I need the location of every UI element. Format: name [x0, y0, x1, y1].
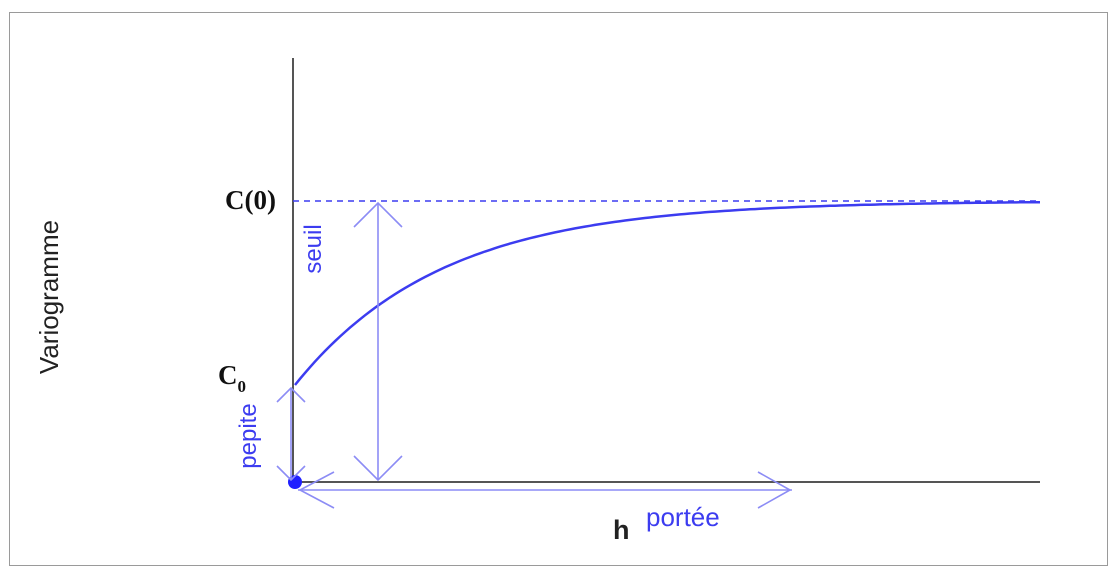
figure-frame: [9, 12, 1108, 566]
range-double-arrow: [298, 471, 792, 509]
y-axis-label: Variogramme: [34, 220, 64, 374]
nugget-level-subscript: 0: [238, 377, 247, 396]
nugget-level-base: C: [218, 360, 238, 390]
sill-level-label: C(0): [225, 185, 276, 215]
sill-annotation: seuil: [300, 224, 327, 273]
variogram-curve: [294, 200, 1040, 386]
nugget-double-arrow: [276, 386, 306, 482]
nugget-level-label: C0: [218, 360, 246, 396]
nugget-annotation: pepite: [235, 403, 262, 468]
sill-double-arrow: [353, 201, 403, 482]
range-annotation: portée: [646, 502, 720, 532]
x-axis-label: h: [613, 515, 630, 545]
